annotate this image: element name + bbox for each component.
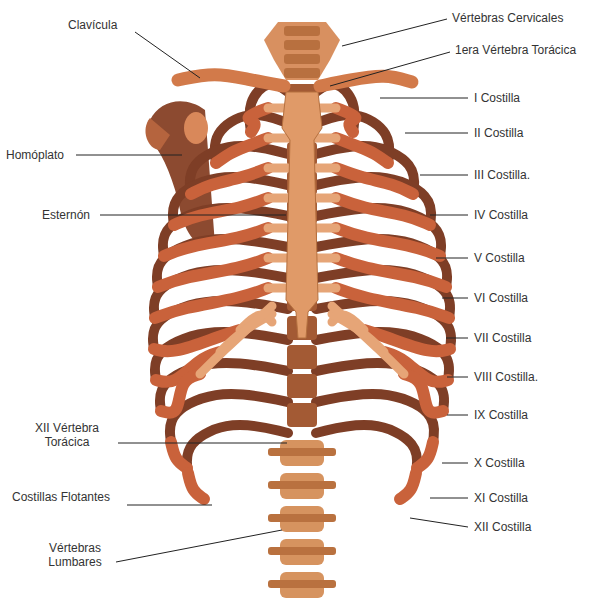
- thoracic-vertebra: [287, 403, 317, 427]
- front-rib: [336, 138, 388, 163]
- leader-line: [436, 258, 468, 259]
- front-rib: [216, 138, 268, 163]
- front-rib: [158, 258, 268, 287]
- part-label: 1era Vértebra Torácica: [455, 43, 576, 57]
- part-label: III Costilla.: [474, 168, 530, 182]
- front-rib: [336, 108, 355, 132]
- cervical-vertebrae: [264, 22, 340, 80]
- front-rib: [249, 108, 268, 132]
- front-rib: [400, 473, 416, 499]
- costal-cartilage: [316, 134, 336, 143]
- thoracic-vertebra: [287, 345, 317, 369]
- part-label: VI Costilla: [474, 291, 528, 305]
- costal-cartilage: [268, 254, 288, 263]
- part-label: I Costilla: [474, 91, 520, 105]
- front-rib: [336, 288, 449, 318]
- front-rib: [417, 442, 433, 468]
- front-rib: [164, 228, 268, 256]
- bones: [145, 22, 451, 598]
- leader-line: [330, 52, 450, 86]
- part-label: Vértebras Cervicales: [452, 11, 563, 25]
- leader-line: [405, 133, 468, 134]
- front-rib: [174, 198, 268, 225]
- front-rib: [336, 198, 430, 225]
- costal-cartilage: [316, 224, 336, 233]
- front-rib: [188, 473, 204, 499]
- part-label: II Costilla: [474, 126, 523, 140]
- leader-line: [442, 298, 468, 299]
- leader-line: [446, 338, 468, 339]
- costal-cartilage: [268, 164, 288, 173]
- costal-cartilage: [268, 134, 288, 143]
- part-label: IV Costilla: [474, 208, 528, 222]
- part-label: Vértebras Lumbares: [30, 541, 120, 569]
- spine: [264, 22, 340, 598]
- cervical-vertebra: [284, 26, 320, 36]
- leader-line: [430, 498, 468, 499]
- leader-line: [135, 32, 200, 78]
- front-rib: [336, 228, 440, 256]
- cervical-vertebra: [284, 54, 320, 64]
- costal-cartilage: [316, 284, 336, 293]
- lumbar-process: [268, 481, 336, 489]
- sternum: [282, 92, 322, 338]
- leader-line: [430, 215, 468, 216]
- leader-line: [447, 415, 468, 416]
- lumbar-process: [268, 514, 336, 522]
- leader-line: [380, 98, 468, 99]
- thoracic-vertebra: [287, 374, 317, 398]
- front-rib: [404, 374, 443, 413]
- part-label: XI Costilla: [474, 491, 528, 505]
- front-rib: [336, 168, 413, 194]
- back-rib: [170, 394, 288, 442]
- leader-line: [116, 530, 282, 562]
- leader-line: [76, 155, 182, 156]
- costal-cartilage: [332, 306, 404, 374]
- part-label: V Costilla: [474, 251, 525, 265]
- leader-line: [342, 19, 447, 46]
- front-rib: [155, 288, 268, 318]
- back-rib: [316, 394, 434, 442]
- front-rib: [161, 374, 200, 413]
- part-label: VIII Costilla.: [474, 370, 538, 384]
- leader-line: [442, 463, 468, 464]
- part-label: XII Vértebra Torácica: [22, 421, 112, 449]
- part-label: Clavícula: [68, 18, 117, 32]
- leader-line: [118, 443, 287, 444]
- clavicle: [178, 75, 284, 86]
- part-label: Homóplato: [6, 148, 64, 162]
- cervical-vertebra: [284, 68, 320, 78]
- shoulder-joint: [184, 112, 208, 144]
- front-rib: [336, 258, 446, 287]
- part-label: Costillas Flotantes: [12, 490, 110, 504]
- front-rib: [171, 442, 187, 468]
- leader-line: [127, 505, 212, 506]
- part-label: Esternón: [42, 208, 90, 222]
- front-rib: [191, 168, 268, 194]
- costal-cartilage: [200, 306, 272, 374]
- costal-cartilage: [316, 194, 336, 203]
- leader-line: [410, 518, 468, 527]
- part-label: X Costilla: [474, 456, 525, 470]
- leader-line: [447, 377, 468, 378]
- lumbar-process: [268, 448, 336, 456]
- leader-line: [100, 215, 286, 216]
- costal-cartilage: [268, 284, 288, 293]
- humerus-head: [145, 118, 170, 150]
- costal-cartilage: [268, 224, 288, 233]
- part-label: IX Costilla: [474, 408, 528, 422]
- part-label: XII Costilla: [474, 520, 531, 534]
- costal-cartilage: [316, 164, 336, 173]
- costal-cartilage: [316, 254, 336, 263]
- cervical-vertebra: [284, 40, 320, 50]
- costal-cartilage: [268, 194, 288, 203]
- leader-lines: [76, 19, 468, 562]
- part-label: VII Costilla: [474, 331, 531, 345]
- lumbar-process: [268, 580, 336, 588]
- leader-line: [420, 175, 468, 176]
- lumbar-process: [268, 547, 336, 555]
